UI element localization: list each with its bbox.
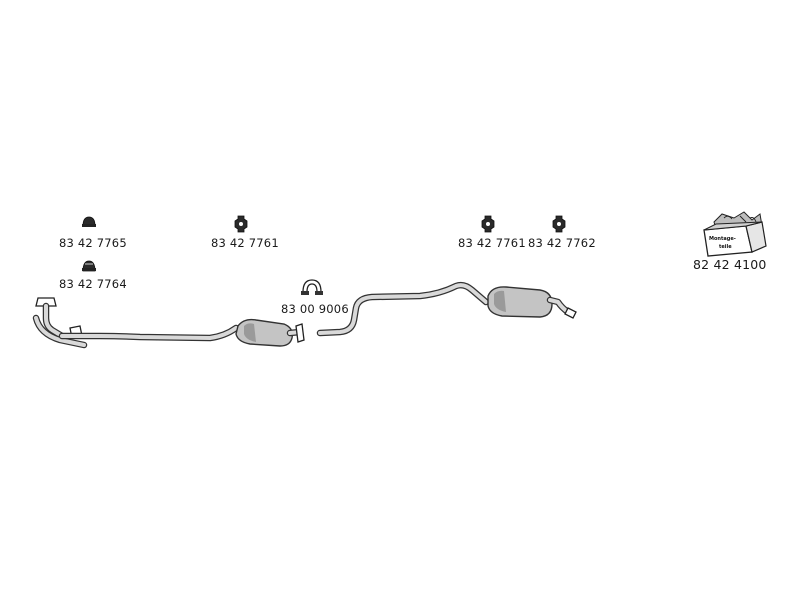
front-silencer-flange	[295, 323, 305, 343]
part-rubber-mount-b: 83 42 7764	[59, 260, 127, 291]
front-pipe-main-inner	[60, 326, 238, 340]
rubber-mount-base	[82, 268, 96, 271]
hanger-hole	[239, 222, 243, 226]
hanger-hole	[557, 222, 561, 226]
hanger-hole	[486, 222, 490, 226]
rear-pipe-run-inner	[318, 283, 488, 335]
part-number-83-00-9006: 83 00 9006	[281, 302, 349, 316]
mounting-kit-label-line2: teile	[719, 244, 732, 250]
mounting-kit-box-top	[703, 221, 763, 231]
part-number-83-42-7761: 83 42 7761	[211, 236, 279, 250]
part-number-83-42-7762: 83 42 7762	[528, 236, 596, 250]
rear-silencer-shade	[494, 290, 506, 312]
front-silencer	[235, 318, 305, 347]
part-hanger-1: 83 42 7761	[211, 215, 279, 250]
tail-pipe-end	[564, 307, 577, 319]
mounting-kit-parts-detail	[723, 215, 757, 223]
part-rubber-mount-a: 83 42 7765	[59, 216, 127, 250]
part-number-83-42-7764: 83 42 7764	[59, 277, 127, 291]
part-hanger-2: 83 42 7761	[458, 215, 526, 250]
part-mounting-kit: Montage- teile 82 42 4100	[693, 211, 767, 272]
front-pipe-branch-inner	[34, 316, 86, 347]
part-hanger-3: 83 42 7762	[528, 215, 596, 250]
rubber-mount-base	[82, 224, 96, 227]
clamp-bolt	[301, 291, 323, 295]
rubber-mount-icon	[82, 216, 96, 227]
part-number-83-42-7765: 83 42 7765	[59, 236, 127, 250]
part-number-83-42-7761-rear: 83 42 7761	[458, 236, 526, 250]
front-silencer-shade	[244, 323, 256, 342]
rear-silencer	[487, 286, 577, 319]
rear-pipe	[316, 281, 490, 337]
pipe-clamp-icon	[302, 279, 322, 293]
part-number-82-42-4100: 82 42 4100	[693, 257, 767, 272]
front-pipe-down-inner	[44, 304, 64, 338]
front-pipe	[32, 297, 240, 349]
mounting-kit-label-line1: Montage-	[709, 236, 736, 242]
part-clamp: 83 00 9006	[281, 279, 349, 316]
manifold-flange	[35, 297, 57, 307]
